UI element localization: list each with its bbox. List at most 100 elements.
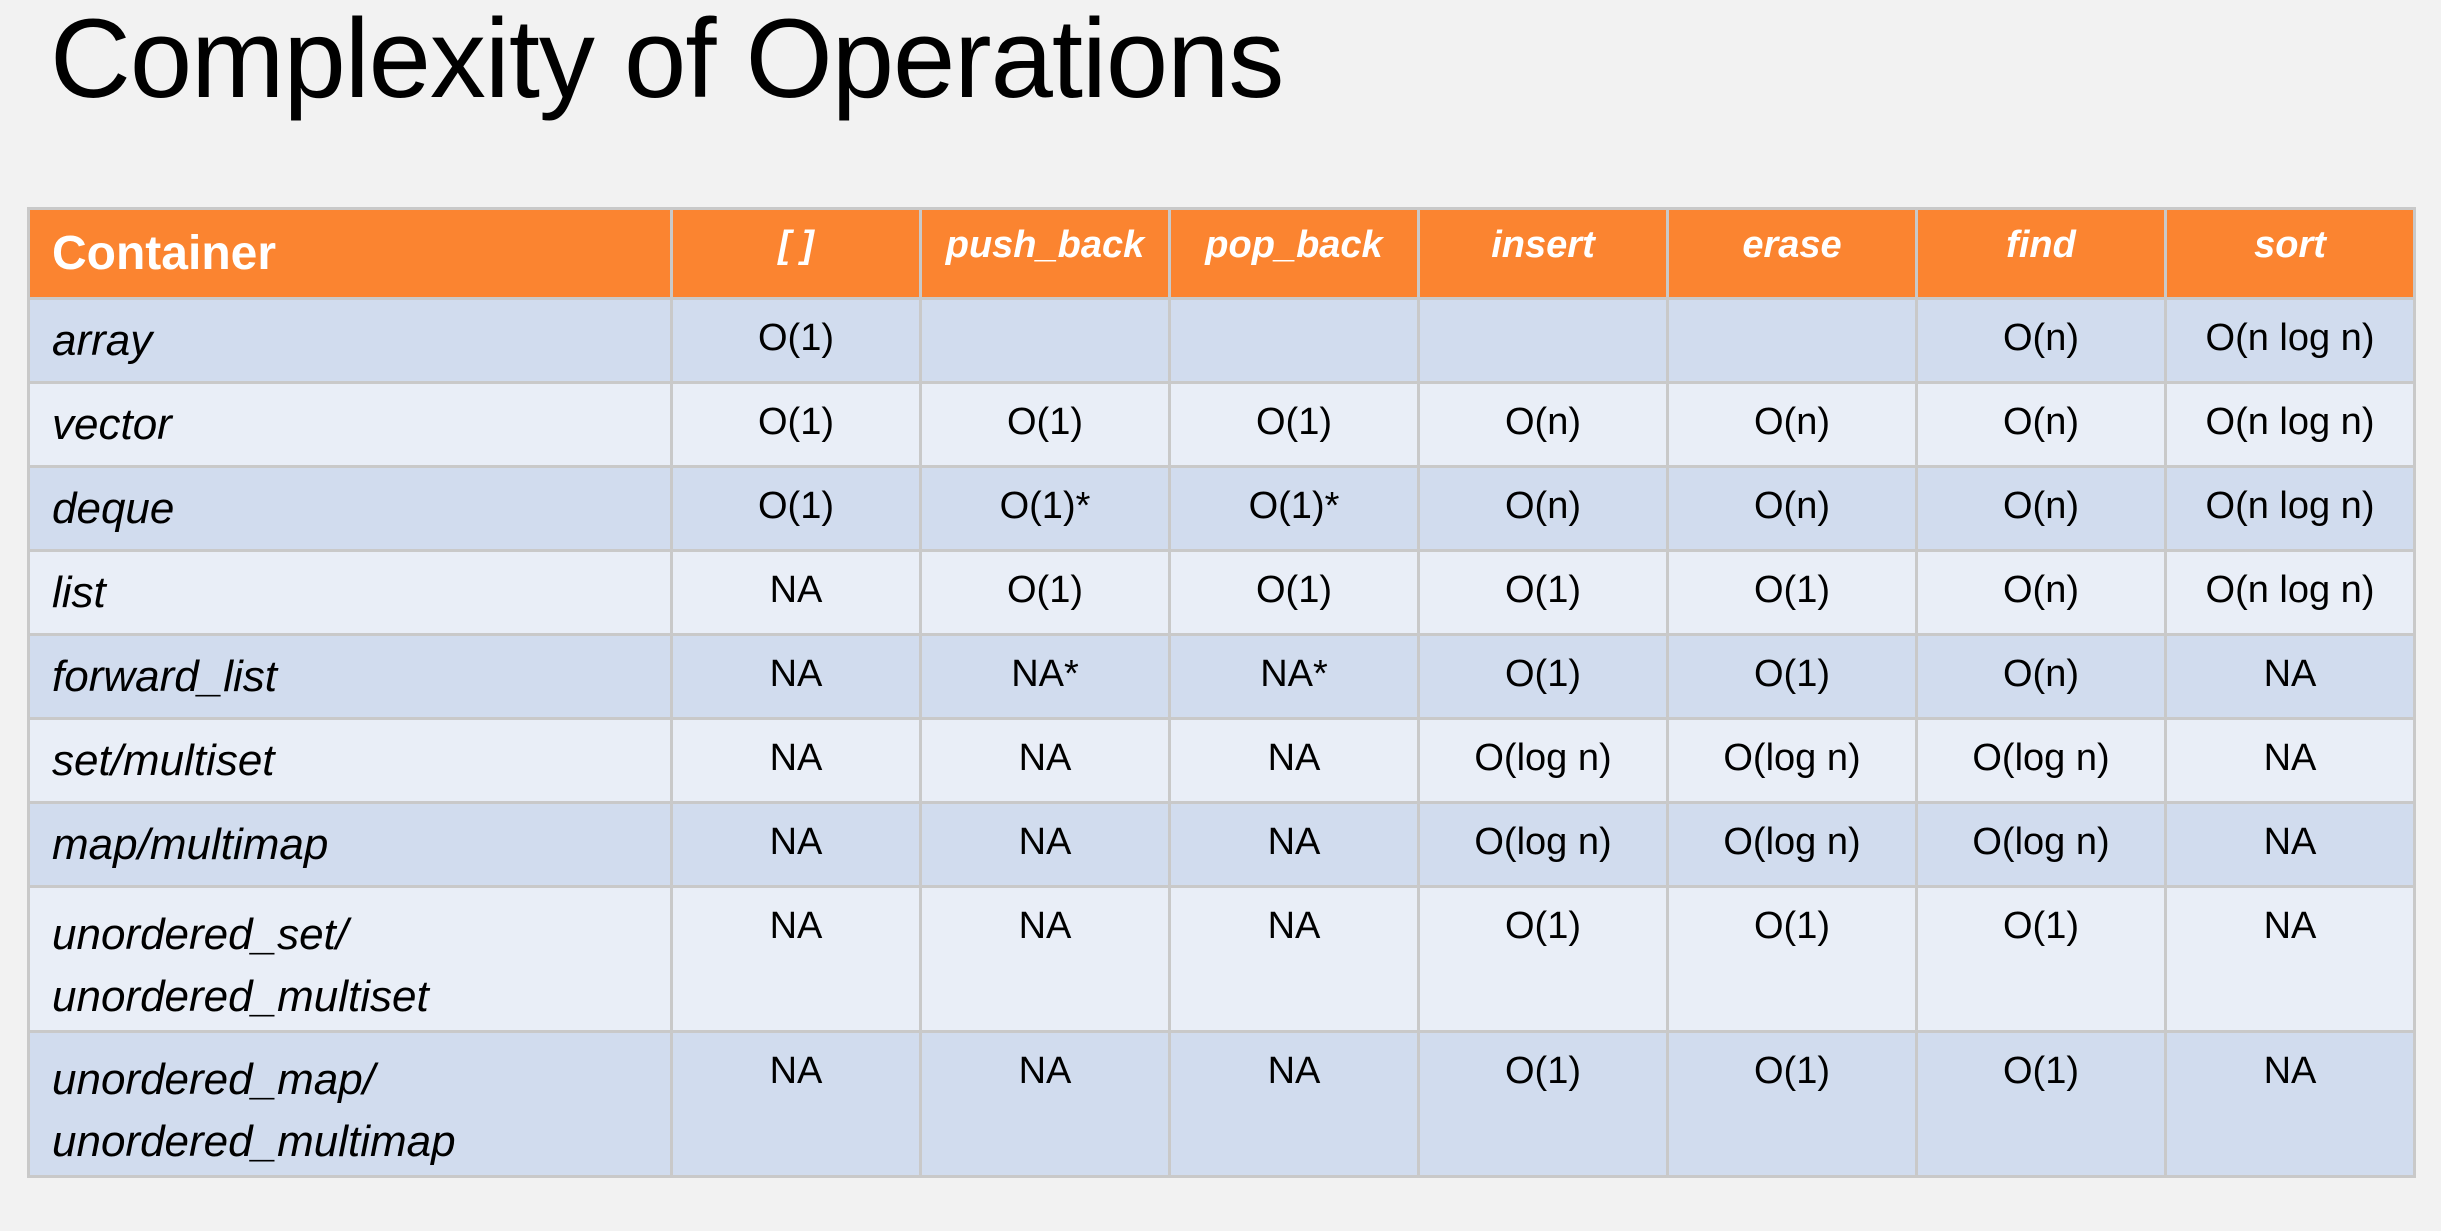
- complexity-cell: O(n): [1915, 633, 2167, 720]
- container-name-cell: unordered_set/unordered_multiset: [27, 885, 673, 1033]
- complexity-cell: O(1): [919, 549, 1171, 636]
- container-name-cell: vector: [27, 381, 673, 468]
- container-name-cell: set/multiset: [27, 717, 673, 804]
- complexity-cell: O(1): [1915, 1030, 2167, 1178]
- complexity-cell: NA: [670, 717, 922, 804]
- complexity-cell: NA: [2164, 1030, 2416, 1178]
- complexity-cell: O(n log n): [2164, 549, 2416, 636]
- complexity-cell: NA*: [1168, 633, 1420, 720]
- container-name: vector: [52, 400, 172, 449]
- complexity-cell: O(log n): [1915, 717, 2167, 804]
- complexity-cell: NA: [2164, 885, 2416, 1033]
- complexity-cell: NA: [1168, 885, 1420, 1033]
- container-name: unordered_multiset: [52, 972, 429, 1021]
- complexity-cell: O(log n): [1666, 801, 1918, 888]
- complexity-cell: NA: [670, 885, 922, 1033]
- complexity-cell: NA: [919, 801, 1171, 888]
- complexity-cell: NA: [2164, 633, 2416, 720]
- complexity-cell: [1417, 297, 1669, 384]
- complexity-cell: O(1): [670, 381, 922, 468]
- complexity-cell: O(1): [1417, 1030, 1669, 1178]
- page-title: Complexity of Operations: [50, 0, 1284, 121]
- header-push-back: push_back: [919, 207, 1171, 300]
- header-find: find: [1915, 207, 2167, 300]
- complexity-cell: O(n): [1915, 381, 2167, 468]
- container-name-cell: map/multimap: [27, 801, 673, 888]
- complexity-cell: O(n): [1915, 297, 2167, 384]
- complexity-cell: O(1): [1417, 633, 1669, 720]
- complexity-cell: NA: [2164, 801, 2416, 888]
- complexity-cell: NA: [1168, 717, 1420, 804]
- container-name-cell: deque: [27, 465, 673, 552]
- complexity-cell: O(1): [1168, 381, 1420, 468]
- header-pop-back: pop_back: [1168, 207, 1420, 300]
- container-name: unordered_multimap: [52, 1117, 456, 1166]
- complexity-cell: O(n): [1915, 465, 2167, 552]
- complexity-cell: O(1): [1666, 549, 1918, 636]
- complexity-cell: O(1): [919, 381, 1171, 468]
- complexity-cell: O(log n): [1417, 801, 1669, 888]
- complexity-cell: O(n): [1666, 465, 1918, 552]
- complexity-cell: NA: [919, 885, 1171, 1033]
- container-name: map/multimap: [52, 820, 329, 869]
- header-erase: erase: [1666, 207, 1918, 300]
- complexity-cell: O(n): [1915, 549, 2167, 636]
- complexity-cell: O(log n): [1417, 717, 1669, 804]
- complexity-cell: O(log n): [1915, 801, 2167, 888]
- complexity-cell: O(1): [1417, 549, 1669, 636]
- header-sort: sort: [2164, 207, 2416, 300]
- container-name: unordered_map/: [52, 1055, 375, 1104]
- header-insert: insert: [1417, 207, 1669, 300]
- complexity-cell: NA: [919, 717, 1171, 804]
- complexity-cell: NA: [1168, 1030, 1420, 1178]
- container-name: array: [52, 316, 153, 365]
- container-name-cell: list: [27, 549, 673, 636]
- complexity-cell: NA: [670, 549, 922, 636]
- complexity-cell: O(1)*: [1168, 465, 1420, 552]
- complexity-cell: O(1): [1666, 1030, 1918, 1178]
- complexity-cell: NA: [670, 801, 922, 888]
- complexity-cell: NA: [919, 1030, 1171, 1178]
- complexity-cell: O(1): [670, 465, 922, 552]
- complexity-cell: O(1): [1168, 549, 1420, 636]
- container-name-cell: unordered_map/unordered_multimap: [27, 1030, 673, 1178]
- complexity-cell: O(1): [1915, 885, 2167, 1033]
- container-name: deque: [52, 484, 175, 533]
- complexity-cell: O(n): [1417, 465, 1669, 552]
- container-name: list: [52, 568, 106, 617]
- complexity-cell: O(n log n): [2164, 297, 2416, 384]
- complexity-cell: O(log n): [1666, 717, 1918, 804]
- container-name: set/multiset: [52, 736, 275, 785]
- complexity-cell: NA: [670, 1030, 922, 1178]
- header-subscript: [ ]: [670, 207, 922, 300]
- complexity-cell: O(n log n): [2164, 381, 2416, 468]
- table-row: array O(1) O(n)O(n log n): [27, 297, 2416, 384]
- container-name: unordered_set/: [52, 910, 348, 959]
- header-container: Container: [27, 207, 673, 300]
- complexity-cell: O(n): [1666, 381, 1918, 468]
- complexity-cell: NA: [670, 633, 922, 720]
- complexity-cell: NA*: [919, 633, 1171, 720]
- complexity-cell: O(1): [1666, 885, 1918, 1033]
- complexity-cell: O(1): [1417, 885, 1669, 1033]
- complexity-cell: O(n): [1417, 381, 1669, 468]
- complexity-cell: O(n log n): [2164, 465, 2416, 552]
- complexity-cell: O(1)*: [919, 465, 1171, 552]
- container-name-cell: array: [27, 297, 673, 384]
- complexity-cell: O(1): [1666, 633, 1918, 720]
- complexity-cell: [1168, 297, 1420, 384]
- complexity-cell: [919, 297, 1171, 384]
- complexity-cell: [1666, 297, 1918, 384]
- table-header-row: Container [ ] push_back pop_back insert …: [27, 207, 2416, 300]
- complexity-cell: NA: [2164, 717, 2416, 804]
- complexity-cell: O(1): [670, 297, 922, 384]
